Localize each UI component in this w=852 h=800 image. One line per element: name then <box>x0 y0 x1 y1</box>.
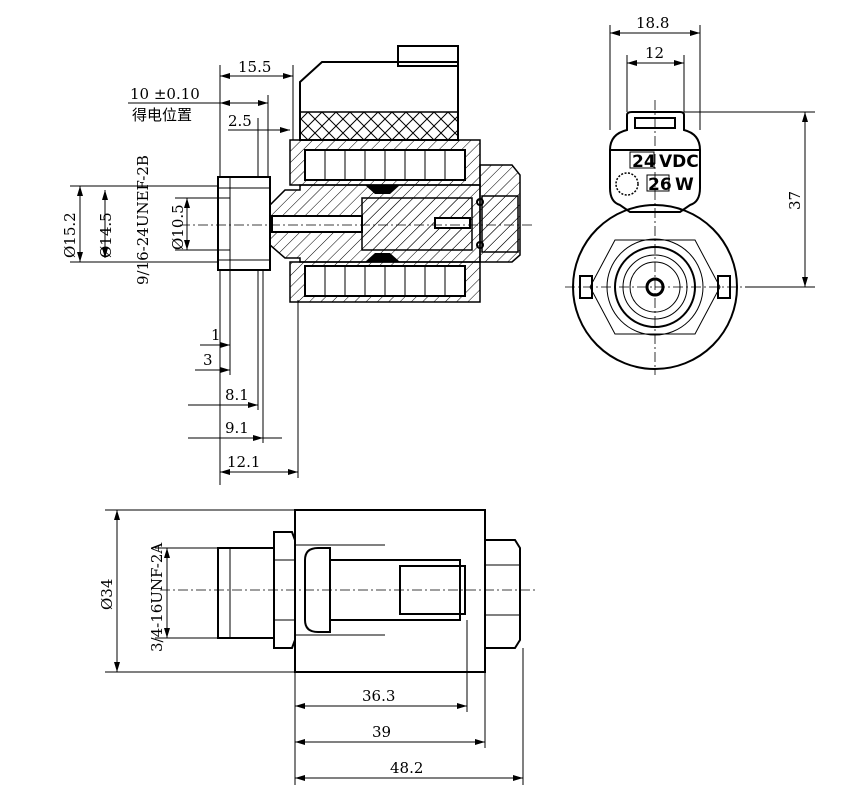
connector-outline <box>609 111 701 213</box>
o-ring-bottom <box>476 241 484 249</box>
dim-dia-14-5: Ø14.5 <box>97 212 115 258</box>
dim-thread-2b: 9/16-24UNEF-2B <box>134 155 152 285</box>
pole-piece <box>304 547 331 633</box>
dim-36-3: 36.3 <box>362 687 395 705</box>
voltage-unit: VDC <box>659 152 699 172</box>
dim-15-5: 15.5 <box>238 58 271 76</box>
hex-nut-right <box>484 539 521 649</box>
power-value: 26 <box>648 175 672 195</box>
voltage-box <box>629 151 655 169</box>
dim-8-1: 8.1 <box>225 386 249 404</box>
weld-bottom <box>365 253 400 262</box>
dim-dia-15-2: Ø15.2 <box>61 212 79 258</box>
o-ring-top <box>476 198 484 206</box>
date-wheel-icon <box>615 172 639 196</box>
voltage-value: 24 <box>632 152 656 172</box>
thread-fitting <box>217 176 271 271</box>
connector-insert <box>299 111 459 141</box>
dim-dia-34: Ø34 <box>98 579 116 610</box>
coil-turns-bottom <box>324 266 446 296</box>
coil-body <box>294 509 486 673</box>
dim-39: 39 <box>372 723 391 741</box>
connector-latch <box>397 45 459 67</box>
coil-turns-top <box>324 150 446 180</box>
power-box <box>646 174 670 192</box>
dim-9-1: 9.1 <box>225 419 249 437</box>
dim-energized-value: 10 ±0.10 <box>130 85 200 103</box>
side-section-view: 15.5 10 ±0.10 得电位置 2.5 Ø15.2 Ø14.5 9/16-… <box>61 45 535 485</box>
dim-12-1: 12.1 <box>227 453 260 471</box>
dim-dia-10-5: Ø10.5 <box>169 204 187 250</box>
dim-energized-note: 得电位置 <box>132 106 192 124</box>
weld-top <box>365 185 400 194</box>
dim-12: 12 <box>645 44 664 62</box>
dim-2-5: 2.5 <box>228 112 252 130</box>
end-plug <box>481 195 519 253</box>
dim-thread-2a: 3/4-16UNF-2A <box>148 543 166 652</box>
dim-1: 1 <box>211 326 221 344</box>
dim-37: 37 <box>786 191 804 210</box>
plunger-pin <box>434 217 471 229</box>
power-unit: W <box>675 175 694 195</box>
bottom-view: Ø34 3/4-16UNF-2A 36.3 39 48.2 <box>98 509 535 785</box>
end-view: 18.8 12 24 VDC 26 W 37 <box>565 14 815 375</box>
dim-3: 3 <box>203 351 213 369</box>
hex-nut-left <box>273 531 296 649</box>
dim-18-8: 18.8 <box>636 14 669 32</box>
thread-body <box>217 547 275 639</box>
dim-48-2: 48.2 <box>390 759 423 777</box>
pole-bore <box>271 215 363 233</box>
